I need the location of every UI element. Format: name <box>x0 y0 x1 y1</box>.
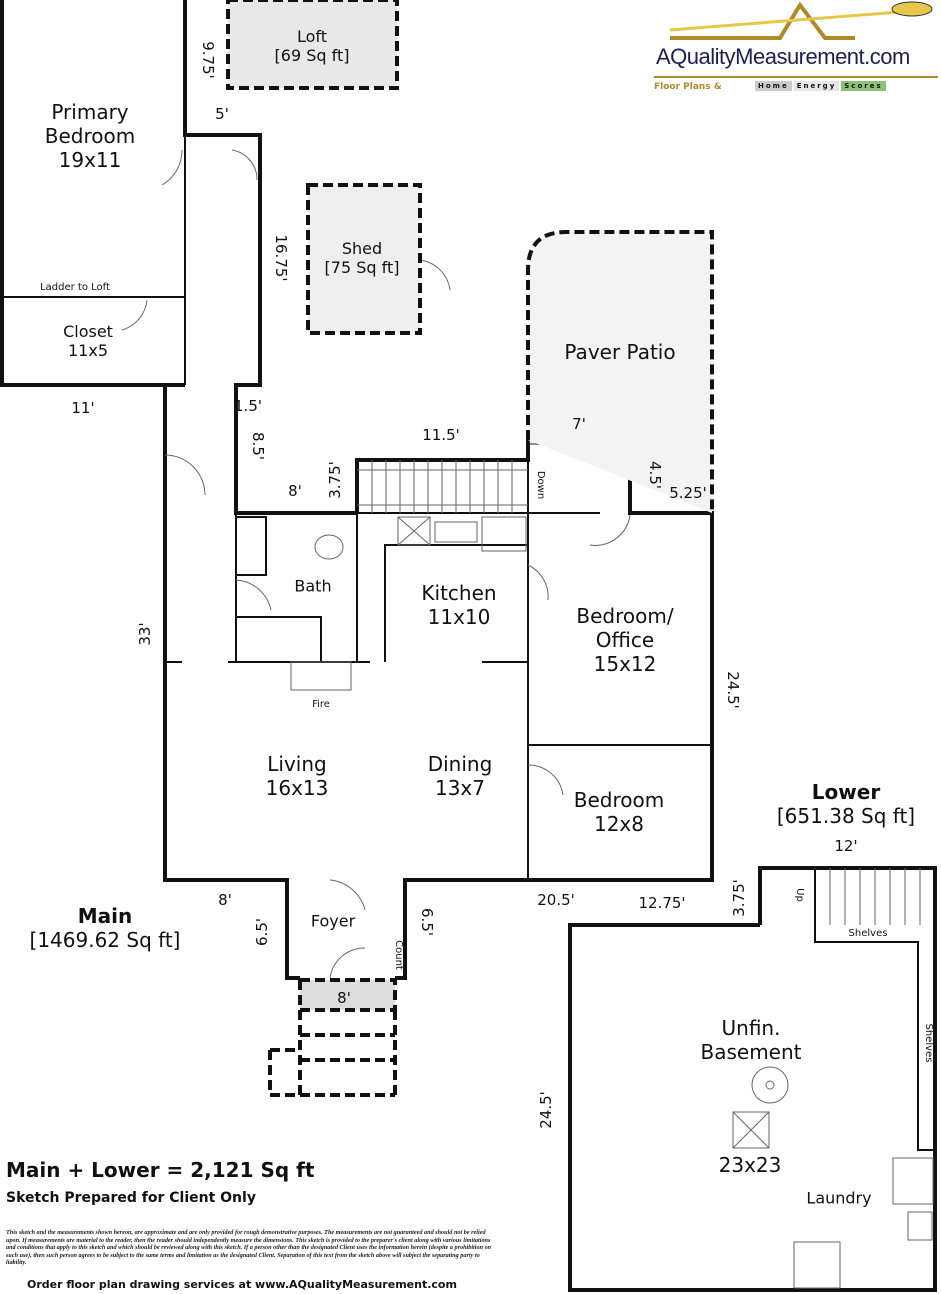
shed-label: Shed[75 Sq ft] <box>324 238 400 277</box>
stairs-down-label: Down <box>535 470 546 500</box>
logo-hes-energy: Energy <box>793 81 840 91</box>
dim-label: 9.75' <box>199 41 217 79</box>
dim-label: 16.75' <box>272 234 290 282</box>
wall <box>163 385 300 980</box>
dim-label: 8.5' <box>249 432 267 460</box>
dim-label: 24.5' <box>537 1091 555 1129</box>
loft-label: Loft[69 Sq ft] <box>274 26 350 65</box>
dim-label: 8' <box>218 891 232 909</box>
order-link-text: Order floor plan drawing services at www… <box>27 1278 457 1291</box>
dim-label: 11' <box>71 399 95 417</box>
shelves-label: Shelves <box>848 928 888 939</box>
stairs-up-label: Up <box>794 888 805 902</box>
patio-label: Paver Patio <box>564 340 676 364</box>
dim-label: 3.75' <box>326 461 344 499</box>
dim-label: 3.75' <box>730 879 748 917</box>
wall <box>0 0 185 387</box>
logo-tagline: Floor Plans & <box>654 82 722 92</box>
dim-label: 5.25' <box>669 484 707 502</box>
total-area: Main + Lower = 2,121 Sq ft <box>6 1158 315 1182</box>
logo-name: AQualityMeasurement.com <box>656 44 910 69</box>
dim-label: 5' <box>215 105 229 123</box>
laundry-label: Laundry <box>806 1188 872 1208</box>
dim-label: 12.75' <box>638 894 686 912</box>
dim-label: 11.5' <box>422 426 460 444</box>
fireplace-label: Fire <box>312 699 330 710</box>
count-label: Count <box>393 940 404 970</box>
main-level-label: Main[1469.62 Sq ft] <box>29 904 181 952</box>
home-energy-scores-badge: Home Energy Scores <box>755 81 886 91</box>
dim-label: 24.5' <box>724 671 742 709</box>
wall <box>395 440 714 980</box>
dim-label: 12' <box>834 837 858 855</box>
dim-label: 6.5' <box>253 918 271 946</box>
dim-label: 8' <box>288 482 302 500</box>
dim-label: 1.5' <box>234 397 262 415</box>
basement-label: Unfin.Basement <box>700 1016 802 1064</box>
ladder-label: Ladder to Loft <box>40 282 110 293</box>
logo-hes-scores: Scores <box>841 81 886 91</box>
house-tape-logo-icon <box>669 1 933 40</box>
disclaimer-text: This sketch and the measurements shown h… <box>6 1229 492 1267</box>
basement-size: 23x23 <box>718 1153 782 1177</box>
shelves-label-2: Shelves <box>923 1023 934 1063</box>
wall <box>568 866 937 1292</box>
dim-label: 20.5' <box>537 891 575 909</box>
dim-label: 4.5' <box>646 461 664 489</box>
foyer-label: Foyer <box>310 911 356 931</box>
dim-label: 8' <box>337 989 351 1007</box>
logo-hes-home: Home <box>755 81 792 91</box>
dim-label: 7' <box>572 415 586 433</box>
lower-level-label: Lower[651.38 Sq ft] <box>776 780 916 828</box>
bath-label: Bath <box>294 576 332 596</box>
dim-label: 6.5' <box>418 908 436 936</box>
dim-label: 33' <box>136 622 154 646</box>
prepared-note: Sketch Prepared for Client Only <box>6 1190 256 1206</box>
company-logo: AQualityMeasurement.com Floor Plans & Ho… <box>650 0 940 108</box>
